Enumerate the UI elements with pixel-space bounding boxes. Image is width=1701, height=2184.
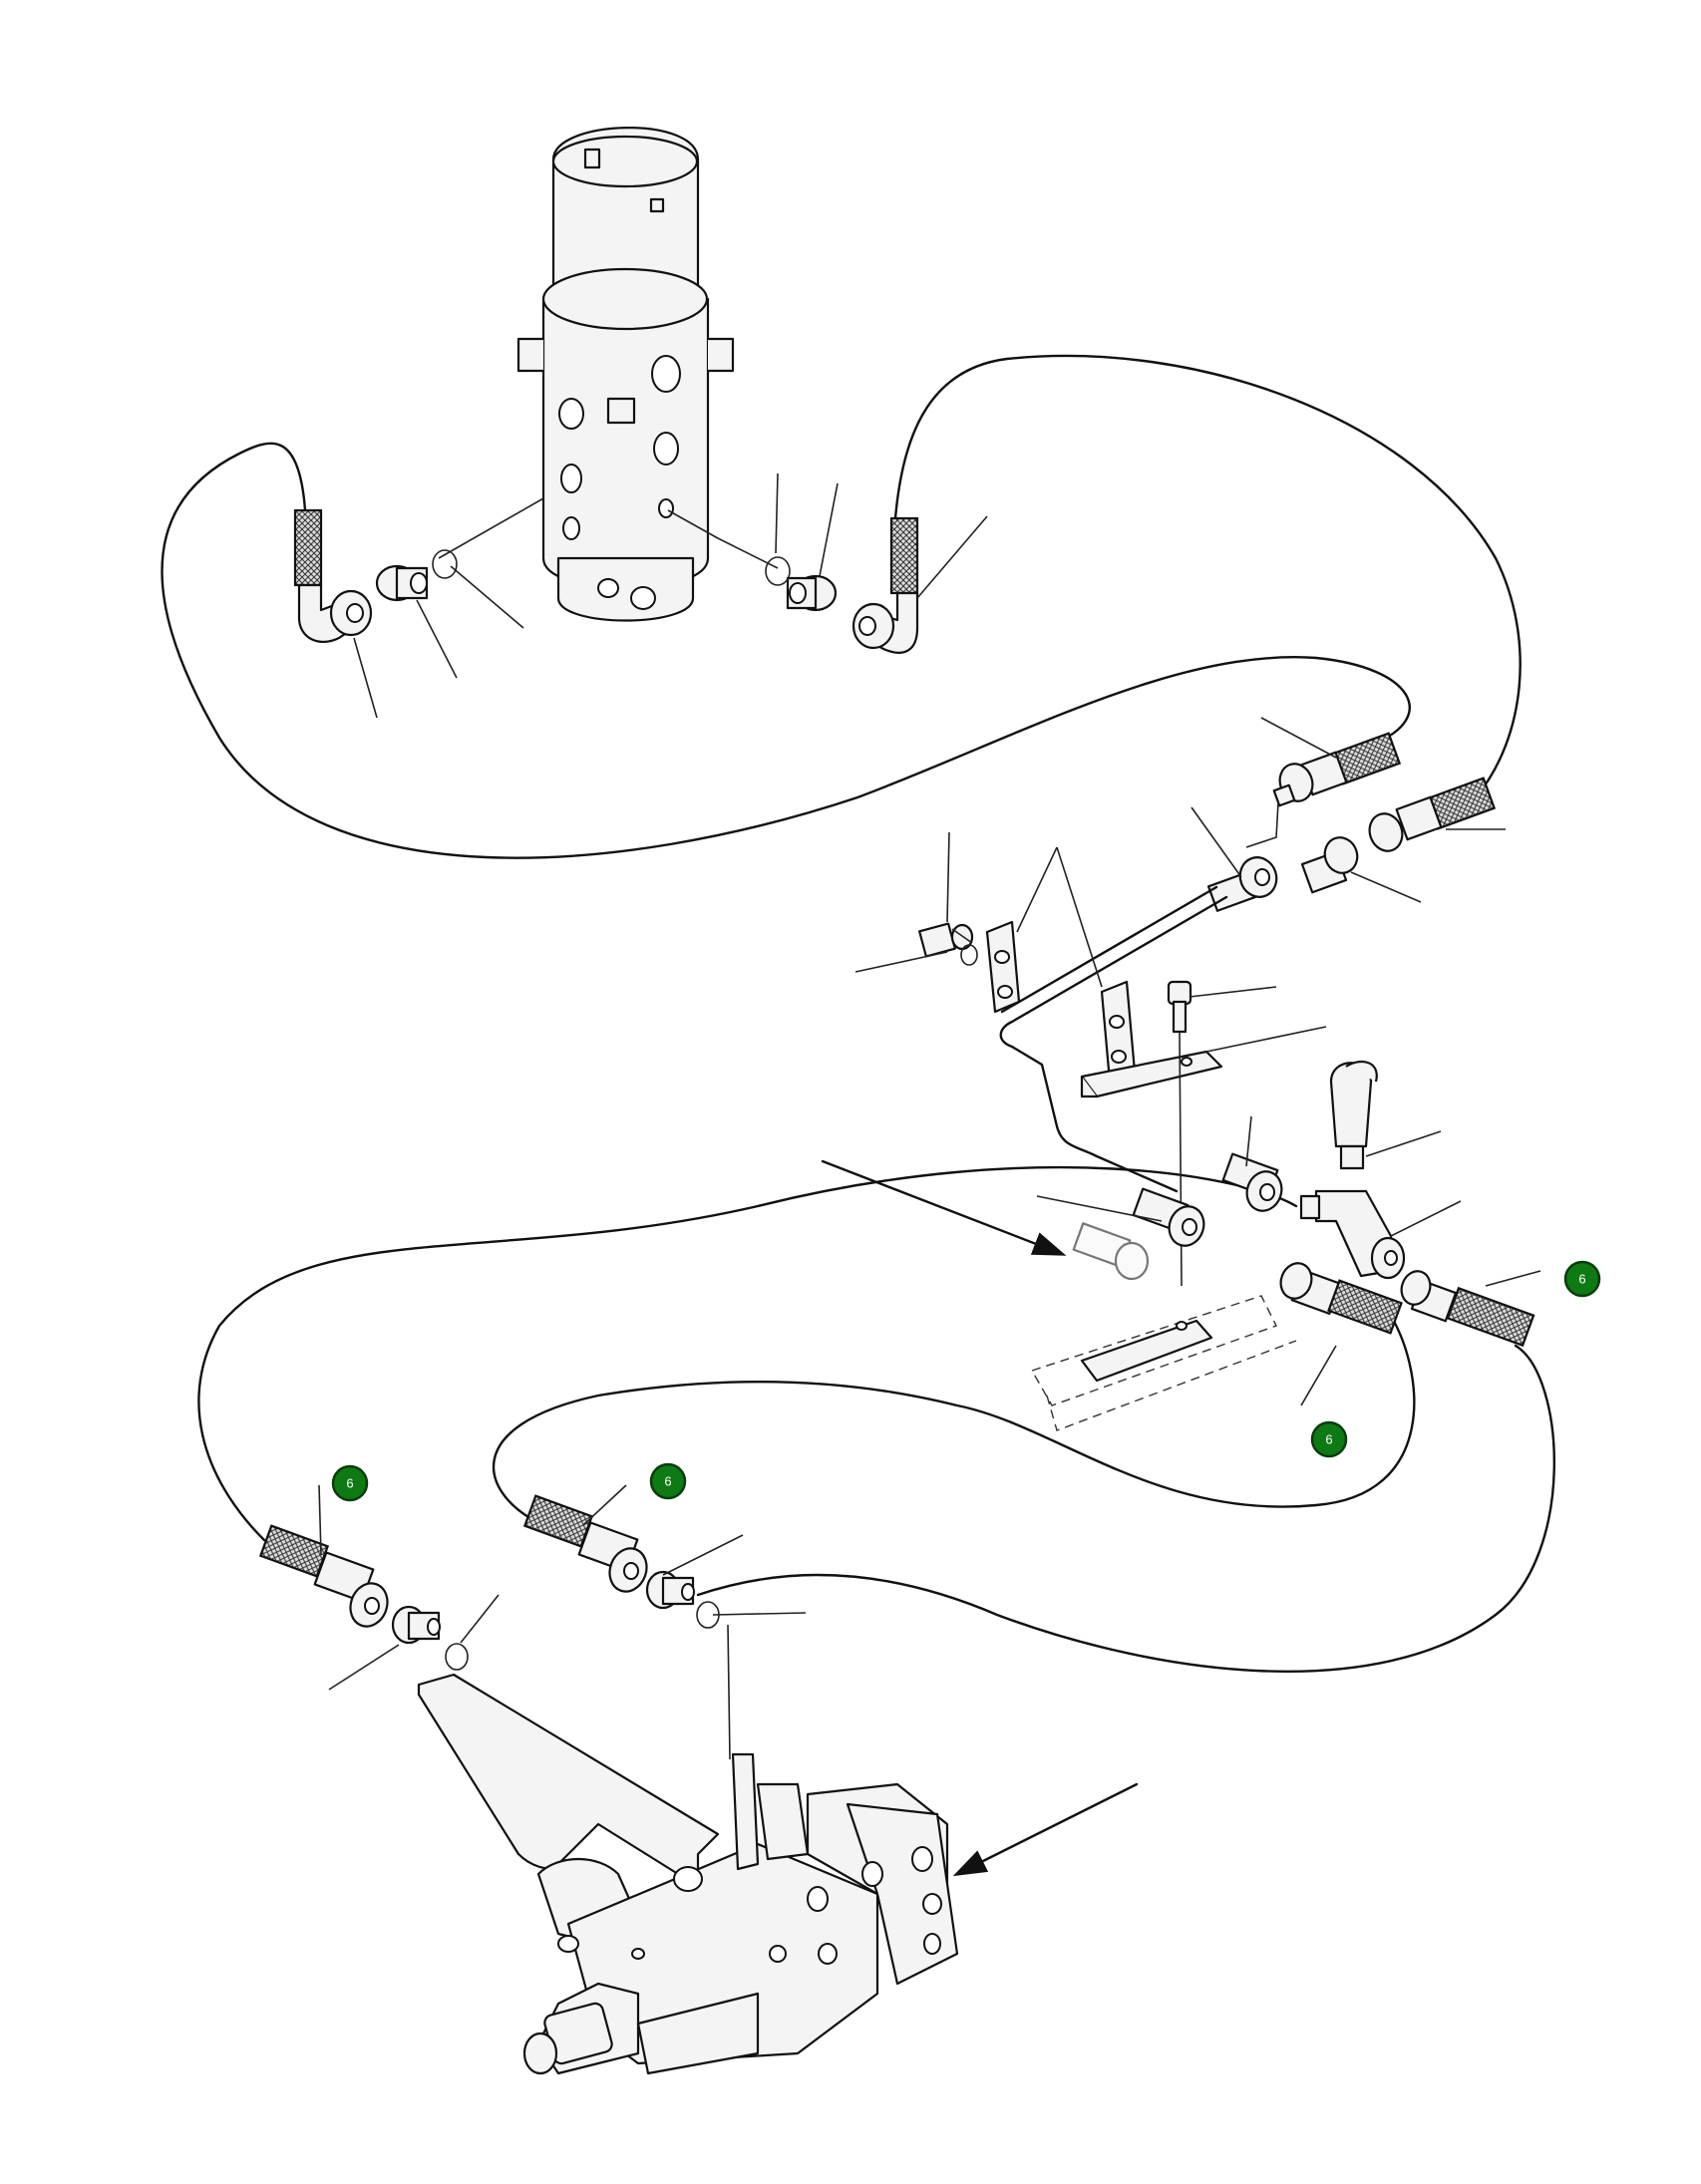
hose-end-fitting-lower-left [258,1524,389,1628]
dust-cap [1329,1060,1378,1170]
spacer-phantom [1072,1222,1150,1281]
callout-badge[interactable]: 6 [1310,1420,1348,1458]
adapter-fitting-lower-middle [645,1570,695,1610]
callout-label: 6 [1578,1272,1585,1287]
mounting-bracket [999,885,1228,1193]
elbow-adapter-middle [1221,1152,1283,1212]
hydraulic-hose-lower-middle [492,1314,1416,1527]
tee-fitting [1299,1189,1406,1280]
callout-badge[interactable]: 6 [1563,1260,1601,1298]
o-ring-right [765,556,791,586]
elbow-adapter-lower [1132,1187,1205,1247]
o-ring-left [432,549,458,579]
adapter-fitting-middle [1300,836,1359,894]
mounting-plate [1030,1295,1297,1431]
callout-badge[interactable]: 6 [331,1464,369,1502]
hose-end-fitting-right-lower [1400,1270,1535,1348]
callout-label: 6 [346,1476,353,1491]
hose-elbow-fitting-right [851,516,919,654]
hose-end-fitting-lower-middle [522,1494,648,1593]
hose-end-fitting-lower [1279,1262,1403,1335]
callout-label: 6 [664,1474,671,1489]
control-valve [417,1673,959,2075]
hose-end-fitting-middle [1368,777,1497,852]
lock-washer [960,944,978,966]
swivel-joint [516,127,735,622]
leader-lines-middle [821,717,1541,1406]
hose-end-fitting-upper [1245,732,1402,848]
adapter-fitting-left [375,564,429,602]
hydraulic-hose-left [161,442,1411,859]
hydraulic-hose-lower-right [696,1344,1556,1673]
callout-badge[interactable]: 6 [649,1462,687,1500]
hydraulic-hose-lower-left [197,1165,1298,1542]
hydraulic-hose-right [893,354,1522,799]
adapter-fitting-lower-left [391,1605,441,1645]
clamp-bolt [918,922,974,958]
adapter-fitting-right [786,574,838,612]
o-ring-lower-left [445,1643,469,1671]
callout-label: 6 [1325,1432,1332,1447]
hose-elbow-fitting-left [293,508,373,643]
leader-lines-top [353,472,988,719]
tube-clamp [985,920,1137,1084]
